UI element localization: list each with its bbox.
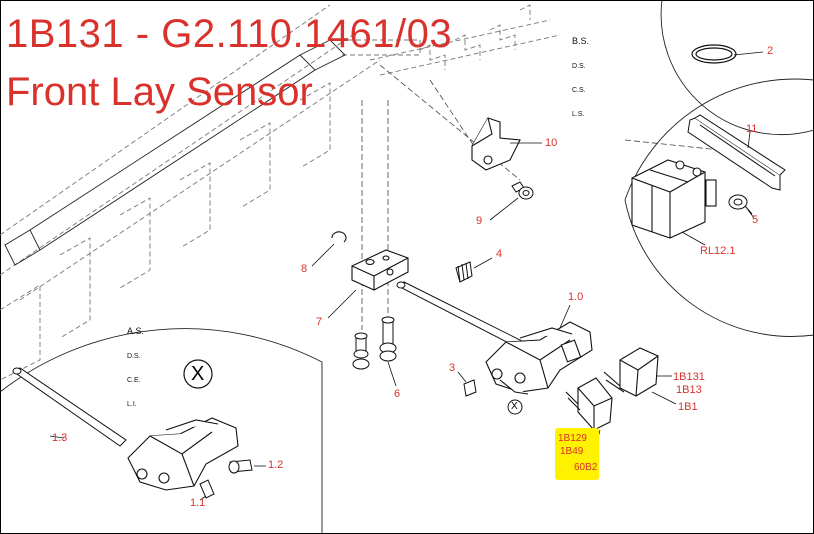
assembly-leader-lines <box>361 64 721 330</box>
callout-2: 2 <box>767 45 774 57</box>
highlight-label: 1B129 <box>558 433 587 444</box>
legend-as-line: D.S. <box>127 353 141 360</box>
legend-as-line: C.E. <box>127 377 141 384</box>
frame-solid-edges <box>4 39 346 266</box>
page-title: 1B131 - G2.110.1461/03 <box>6 12 453 56</box>
legend-bs-line: L.S. <box>572 111 585 118</box>
detail-circle-top <box>660 0 814 136</box>
legend-as-line: L.I. <box>127 401 137 408</box>
legend-bs-line: C.S. <box>572 87 586 94</box>
screw-pair-6 <box>352 316 397 370</box>
sensor-part-1b129 <box>565 377 613 431</box>
callout-1b13: 1B13 <box>676 384 702 396</box>
callout-1b1: 1B1 <box>678 401 698 413</box>
shaft-part-1-3 <box>12 367 127 447</box>
callout-1-3: 1.3 <box>52 432 68 444</box>
callout-9: 9 <box>476 215 483 227</box>
callout-8: 8 <box>301 263 308 275</box>
highlight-label: 1B49 <box>560 446 584 457</box>
detail-circle-right <box>624 78 814 337</box>
block-part-7 <box>351 249 409 291</box>
screw-part-5 <box>728 194 753 215</box>
sensor-block <box>631 159 717 239</box>
legend-bs: B.S. D.S. C.S. L.S. <box>572 20 589 127</box>
detail-marker-small-circle <box>507 399 523 415</box>
lower-lay-unit <box>127 417 239 491</box>
legend-bs-head: B.S. <box>572 36 590 46</box>
clip-part-8 <box>331 231 347 243</box>
callout-6: 6 <box>394 388 401 400</box>
bracket-part-10 <box>471 117 521 171</box>
callout-rl12-1: RL12.1 <box>700 245 736 257</box>
detail-marker-x: X <box>191 363 205 385</box>
callout-10: 10 <box>545 137 558 149</box>
rail-part <box>687 114 786 191</box>
callout-4: 4 <box>496 248 503 260</box>
legend-as: A.S. D.S. C.E. L.I. <box>127 310 144 417</box>
callout-1-2: 1.2 <box>268 459 284 471</box>
screw-part-9 <box>511 181 534 200</box>
detail-marker-circle <box>183 359 213 389</box>
legend-bs-line: D.S. <box>572 63 586 70</box>
detail-marker-x-small: X <box>511 401 518 412</box>
page-subtitle: Front Lay Sensor <box>6 70 313 114</box>
screw-part-1-2 <box>228 459 253 474</box>
lay-unit-assembly <box>485 321 593 395</box>
highlight-label: 60B2 <box>574 462 598 473</box>
callout-1-0: 1.0 <box>568 291 584 303</box>
callout-7: 7 <box>316 316 323 328</box>
callout-11: 11 <box>746 123 758 135</box>
screw-part-3 <box>463 379 477 397</box>
callout-3: 3 <box>449 362 456 374</box>
circlip-part <box>691 44 737 64</box>
highlight-box <box>555 428 599 480</box>
spring-part-4 <box>455 261 473 283</box>
sensor-part-1b131 <box>603 347 659 397</box>
legend-as-head: A.S. <box>127 326 145 336</box>
callout-5: 5 <box>752 214 759 226</box>
callout-1-1: 1.1 <box>190 497 206 509</box>
detail-circle-lower <box>0 328 323 534</box>
pin-part-1-1 <box>199 479 215 499</box>
callout-1b131: 1B131 <box>673 371 705 383</box>
